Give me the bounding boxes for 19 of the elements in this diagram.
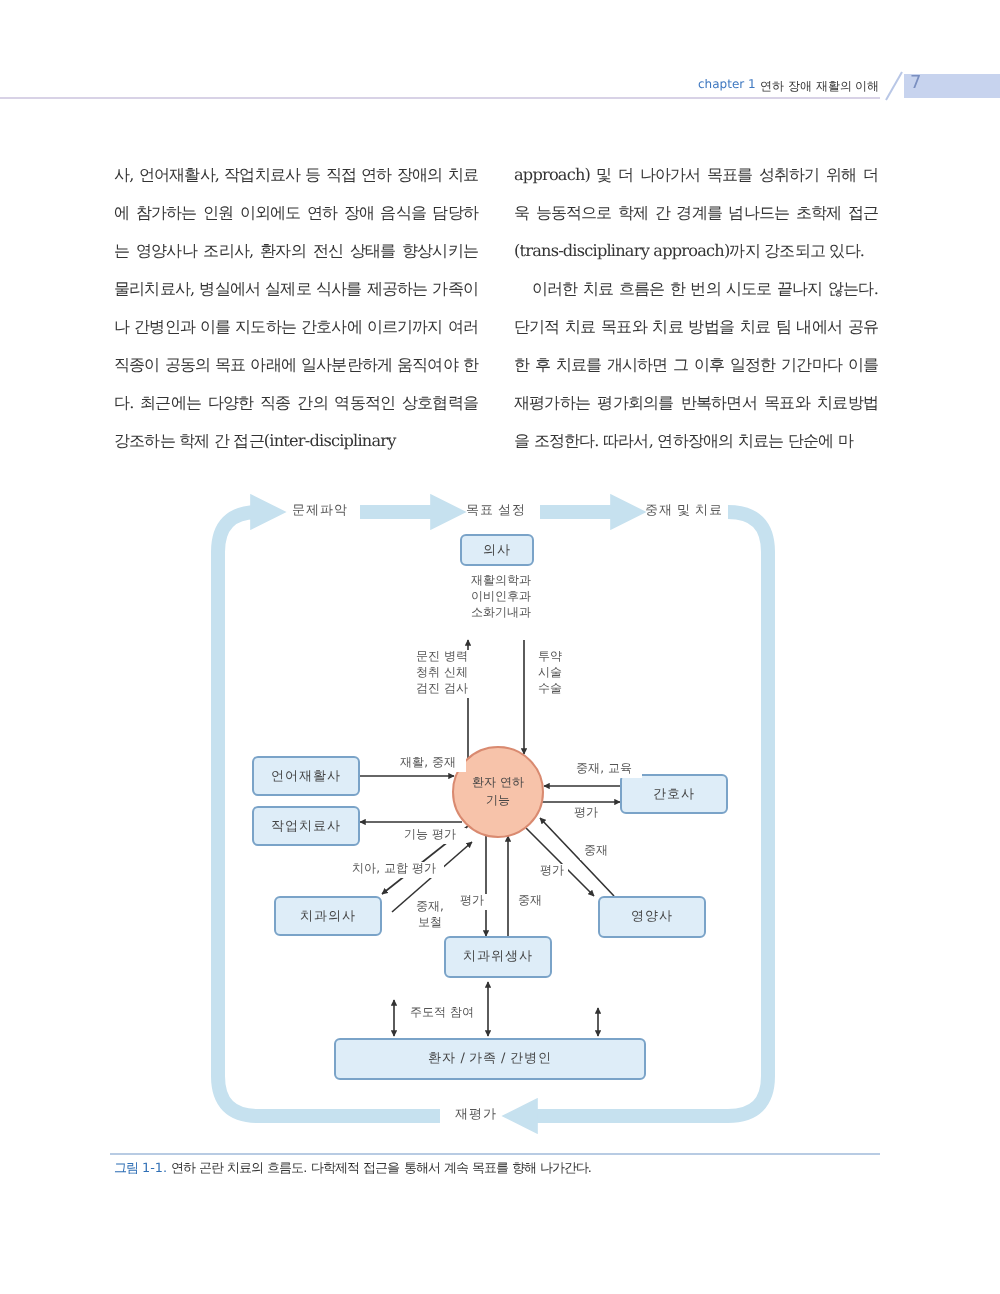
arrow (484, 981, 492, 1037)
arrow (504, 835, 512, 937)
arrow (539, 817, 615, 897)
arrow (359, 772, 455, 780)
arrow (543, 782, 621, 790)
body-paragraph: 사, 언어재활사, 작업치료사 등 직접 연하 장애의 치료에 참가하는 인원 이외에도 연하 장애 음식을 담당하는 영양사나 조리사, 환자의 전신 상태를 향상시키는 물리치료사, 병실에서 실제로 식사를 제공하는 가족이나 간병인과 이를 지도하는 간호사에 이르기까지 여러 직종이 공동의 목표 아래에 일사분란하게 움직여야 한다. 최근에는 다양한 직종 간의 역동적인 상호협력을 강조하는 학제 간 접근(inter-disciplinary (114, 162, 478, 454)
arrow (482, 835, 490, 937)
body-paragraph: 이러한 치료 흐름은 한 번의 시도로 끝나지 않는다. 단기적 치료 목표와 치료 방법을 치료 팀 내에서 공유한 후 치료를 개시하면 그 이후 일정한 기간마다 이를 재평가하는 평가회의를 반복하면서 목표와 치료방법을 조정한다. 따라서, 연하장애의 치료는 단순에 마 (514, 276, 878, 454)
page-number: 7 (910, 74, 922, 94)
cycle-arrow (360, 493, 467, 531)
arrow (541, 798, 621, 806)
cycle-arrow (211, 493, 440, 1123)
arrow (359, 818, 463, 826)
cycle-arrow (540, 493, 647, 531)
body-paragraph: approach) 및 더 나아가서 목표를 성취하기 위해 더욱 능동적으로 학제 간 경계를 넘나드는 초학제 접근(trans-disciplinary approach)까지 강조되고 있다. (514, 162, 878, 264)
arrow (390, 999, 398, 1037)
arrow (520, 639, 528, 755)
arrow (525, 827, 595, 897)
arrow (594, 1007, 602, 1037)
